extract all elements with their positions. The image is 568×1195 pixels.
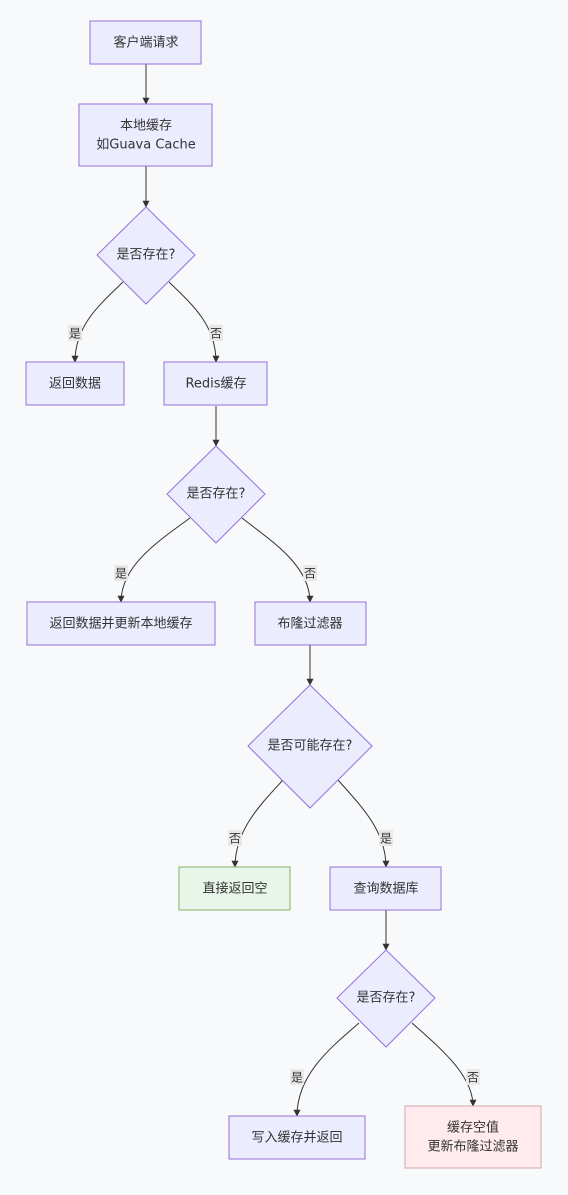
decision-exists-1: 是否存在? [96, 206, 196, 305]
decision-exists-3: 是否存在? [336, 949, 436, 1048]
node-return-empty: 直接返回空 [178, 866, 291, 911]
decision-may-exist: 是否可能存在? [247, 684, 373, 809]
node-redis-cache: Redis缓存 [163, 361, 268, 406]
edge-label-check2-yes: 是 [114, 565, 128, 581]
svg-text:布隆过滤器: 布隆过滤器 [277, 617, 342, 632]
svg-text:返回数据并更新本地缓存: 返回数据并更新本地缓存 [49, 616, 192, 632]
svg-text:是否存在?: 是否存在? [357, 991, 416, 1006]
edge-label-check1-no: 否 [209, 325, 223, 341]
svg-text:是否可能存在?: 是否可能存在? [268, 739, 353, 754]
edge-may-yes [337, 779, 390, 868]
svg-text:否: 否 [467, 1071, 479, 1085]
svg-text:是: 是 [380, 832, 392, 846]
svg-text:本地缓存: 本地缓存 [120, 119, 172, 134]
node-bloom-filter: 布隆过滤器 [254, 601, 367, 646]
edge-label-check1-yes: 是 [68, 325, 82, 341]
edge-may-no [231, 779, 284, 868]
svg-text:是否存在?: 是否存在? [187, 487, 246, 502]
edge-label-may-yes: 是 [379, 830, 393, 846]
node-local-cache: 本地缓存 如Guava Cache [78, 103, 213, 167]
node-client-request: 客户端请求 [89, 20, 202, 65]
edge-check2-no [241, 517, 314, 603]
edge-label-check3-yes: 是 [290, 1069, 304, 1085]
svg-text:客户端请求: 客户端请求 [113, 35, 178, 51]
svg-text:是: 是 [115, 567, 127, 581]
node-query-db: 查询数据库 [329, 866, 442, 911]
svg-text:否: 否 [210, 327, 222, 341]
svg-text:查询数据库: 查询数据库 [353, 881, 418, 897]
svg-text:是否存在?: 是否存在? [117, 248, 176, 263]
edge-check2-yes [117, 517, 191, 603]
svg-text:是: 是 [69, 327, 81, 341]
node-write-cache-return: 写入缓存并返回 [228, 1115, 366, 1160]
svg-text:直接返回空: 直接返回空 [202, 881, 267, 897]
node-cache-null-update-bloom: 缓存空值 更新布隆过滤器 [404, 1105, 542, 1169]
edge-labels: 是 否 是 否 否 是 是 否 [68, 325, 480, 1085]
edge-label-may-no: 否 [228, 830, 242, 846]
edge-check1-no [168, 281, 220, 363]
svg-text:返回数据: 返回数据 [49, 377, 101, 392]
edge-check3-yes [293, 1022, 360, 1117]
edges [71, 64, 477, 1117]
svg-text:缓存空值: 缓存空值 [447, 1120, 499, 1136]
svg-text:如Guava Cache: 如Guava Cache [96, 137, 196, 153]
svg-text:否: 否 [304, 567, 316, 581]
decision-exists-2: 是否存在? [166, 445, 266, 544]
node-return-data: 返回数据 [25, 361, 125, 406]
svg-text:Redis缓存: Redis缓存 [185, 377, 246, 392]
svg-text:否: 否 [229, 832, 241, 846]
edge-label-check3-no: 否 [466, 1069, 480, 1085]
edge-check1-yes [71, 281, 124, 363]
node-return-and-update-local: 返回数据并更新本地缓存 [26, 601, 216, 646]
edge-label-check2-no: 否 [303, 565, 317, 581]
svg-text:更新布隆过滤器: 更新布隆过滤器 [427, 1139, 518, 1155]
svg-text:写入缓存并返回: 写入缓存并返回 [251, 1131, 342, 1146]
edge-check3-no [411, 1022, 477, 1107]
svg-text:是: 是 [291, 1071, 303, 1085]
